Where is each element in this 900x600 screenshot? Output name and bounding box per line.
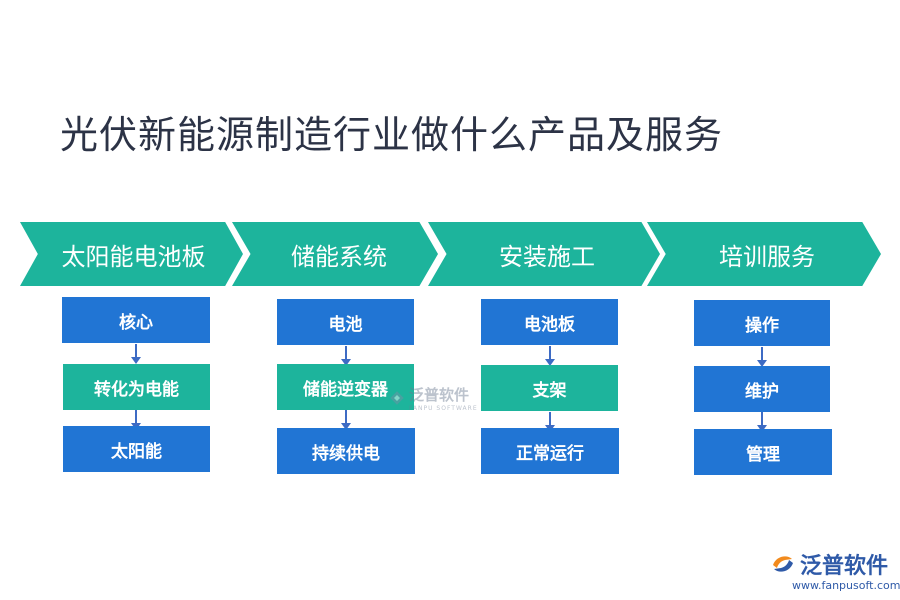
step-box: 电池	[277, 299, 414, 345]
step-box: 电池板	[481, 299, 618, 345]
step-box: 维护	[694, 366, 830, 412]
step-label: 管理	[746, 444, 780, 465]
step-box: 储能逆变器	[277, 364, 414, 410]
watermark-brand: 泛普软件	[409, 386, 470, 404]
header-chevron-solar-panel: 太阳能电池板	[20, 222, 243, 286]
step-label: 支架	[532, 380, 567, 401]
step-label: 持续供电	[312, 443, 380, 464]
step-label: 电池板	[524, 314, 575, 335]
header-chevron-energy-storage: 储能系统	[232, 222, 438, 286]
logo-brand-name: 泛普软件	[800, 554, 889, 579]
down-arrow-icon	[131, 344, 141, 364]
step-label: 核心	[119, 312, 153, 333]
step-box: 操作	[694, 300, 830, 346]
step-label: 太阳能	[111, 441, 162, 462]
step-label: 储能逆变器	[303, 379, 388, 400]
fanpu-logo-icon	[390, 391, 404, 405]
down-arrow-icon	[341, 346, 351, 366]
header-label: 安装施工	[499, 242, 595, 271]
logo-url: www.fanpusoft.com	[792, 579, 900, 592]
step-box: 核心	[62, 297, 210, 343]
header-chevron-installation: 安装施工	[428, 222, 660, 286]
down-arrow-icon	[131, 410, 141, 430]
step-box: 管理	[694, 429, 832, 475]
step-label: 操作	[745, 315, 779, 336]
header-label: 培训服务	[719, 242, 815, 271]
step-label: 电池	[328, 314, 363, 335]
step-box: 支架	[481, 365, 618, 411]
down-arrow-icon	[545, 412, 555, 432]
header-label: 太阳能电池板	[61, 242, 206, 271]
brand-logo: 泛普软件 www.fanpusoft.com	[770, 548, 900, 592]
step-box: 太阳能	[63, 426, 210, 472]
fanpu-logo-icon	[773, 556, 793, 572]
step-label: 正常运行	[516, 443, 584, 464]
down-arrow-icon	[545, 346, 555, 366]
step-box: 转化为电能	[63, 364, 210, 410]
watermark: 泛普软件 FANPU SOFTWARE	[388, 384, 478, 412]
header-label: 储能系统	[291, 242, 387, 271]
step-box: 持续供电	[277, 428, 415, 474]
header-chevron-training: 培训服务	[647, 222, 881, 286]
down-arrow-icon	[757, 412, 767, 432]
step-label: 维护	[745, 381, 779, 402]
step-box: 正常运行	[481, 428, 619, 474]
down-arrow-icon	[757, 347, 767, 367]
page-title: 光伏新能源制造行业做什么产品及服务	[60, 113, 724, 157]
watermark-brand-en: FANPU SOFTWARE	[409, 405, 478, 412]
down-arrow-icon	[341, 410, 351, 430]
step-label: 转化为电能	[94, 379, 179, 400]
